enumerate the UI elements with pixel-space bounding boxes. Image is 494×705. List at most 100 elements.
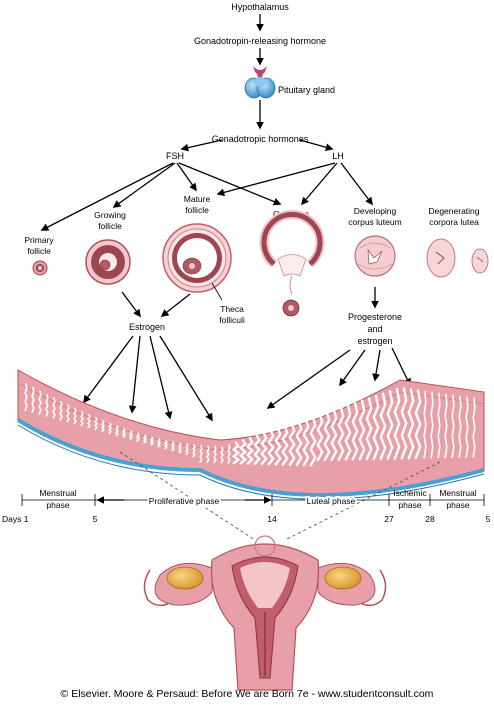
growing-follicle-illustration bbox=[85, 239, 131, 285]
endometrial-gland bbox=[231, 441, 241, 465]
endometrial-gland bbox=[253, 434, 261, 465]
progesterone-label-1: Progesterone bbox=[348, 312, 402, 322]
phase-luteal: Luteal phase bbox=[307, 496, 356, 506]
endometrial-gland bbox=[45, 394, 49, 417]
projection-line-right bbox=[284, 461, 441, 541]
endometrial-gland bbox=[178, 442, 182, 454]
arrow-fsh-primary bbox=[40, 162, 174, 231]
endometrial-gland bbox=[386, 390, 394, 460]
growing-follicle-label-2: follicle bbox=[98, 221, 122, 231]
day-5-label: 5 bbox=[93, 514, 98, 524]
endometrial-gland bbox=[407, 388, 415, 460]
hypothalamus-label: Hypothalamus bbox=[231, 2, 289, 12]
endometrial-gland bbox=[316, 413, 324, 462]
arrow-lh-corpus bbox=[340, 162, 373, 206]
theca-label-1: Theca bbox=[220, 304, 244, 314]
mature-follicle-illustration bbox=[162, 223, 232, 293]
endometrial-gland bbox=[199, 444, 203, 463]
arrow-fsh-growing bbox=[112, 162, 176, 208]
endometrial-gland bbox=[66, 404, 70, 423]
arrow-progesterone-endometrium-2 bbox=[339, 349, 366, 387]
endometrial-gland bbox=[220, 446, 224, 464]
projection-line-left bbox=[119, 451, 256, 541]
endometrial-gland bbox=[430, 391, 434, 459]
endometrial-gland bbox=[372, 394, 380, 461]
day-14-label: 14 bbox=[267, 514, 277, 524]
endometrial-gland bbox=[451, 394, 455, 459]
endometrial-gland bbox=[393, 387, 401, 460]
day-1-label: Days 1 bbox=[2, 514, 29, 524]
endometrial-gland bbox=[267, 429, 275, 466]
ovulation-illustration bbox=[259, 210, 325, 317]
developing-cl-label-1: Developing bbox=[354, 206, 397, 216]
endometrial-gland bbox=[288, 422, 296, 466]
endometrial-gland bbox=[365, 397, 373, 461]
phase-menstrual-1-line2: phase bbox=[46, 500, 69, 510]
endometrial-gland bbox=[400, 387, 408, 460]
endometrial-gland bbox=[101, 420, 105, 433]
endometrial-gland bbox=[31, 386, 35, 413]
endometrial-gland bbox=[281, 425, 289, 466]
endometrial-gland bbox=[163, 439, 169, 450]
endometrial-gland bbox=[437, 392, 441, 459]
endometrial-gland bbox=[213, 445, 217, 464]
arrow-estrogen-endometrium-1 bbox=[83, 335, 134, 404]
arrow-progesterone-endometrium-3 bbox=[372, 349, 381, 382]
phase-menstrual-2-line1: Menstrual bbox=[439, 488, 476, 498]
endometrial-gland bbox=[337, 406, 345, 461]
endometrial-gland bbox=[423, 390, 427, 459]
endometrial-gland bbox=[94, 417, 98, 431]
day-5-end-label: 5 bbox=[486, 514, 491, 524]
growing-follicle-label-1: Growing bbox=[94, 210, 126, 220]
theca-label-2: folliculi bbox=[219, 315, 245, 325]
endometrial-gland bbox=[38, 390, 42, 415]
fsh-label: FSH bbox=[166, 151, 184, 161]
endometrial-gland bbox=[73, 407, 77, 425]
endometrial-gland bbox=[206, 445, 210, 463]
endometrial-gland bbox=[170, 441, 176, 452]
endometrial-gland bbox=[444, 393, 448, 459]
gnrh-label: Gonadotropin-releasing hormone bbox=[194, 36, 326, 46]
theca-pointer-line bbox=[211, 282, 223, 301]
cycle-timeline bbox=[21, 494, 485, 506]
endometrial-glands bbox=[24, 383, 476, 467]
endometrial-gland bbox=[246, 436, 254, 465]
mature-follicle-label-1: Mature bbox=[184, 194, 211, 204]
endometrial-gland bbox=[351, 401, 359, 461]
endometrium-cross-section bbox=[16, 369, 485, 500]
endometrial-gland bbox=[344, 404, 352, 461]
endometrial-gland bbox=[379, 392, 387, 460]
day-28-label: 28 bbox=[425, 514, 435, 524]
endometrial-gland bbox=[128, 430, 134, 440]
copyright-notice: © Elsevier. Moore & Persaud: Before We a… bbox=[61, 688, 434, 700]
endometrial-gland bbox=[24, 383, 28, 411]
phase-menstrual-1-line1: Menstrual bbox=[39, 488, 76, 498]
endometrial-gland bbox=[142, 434, 148, 444]
endometrial-gland bbox=[260, 432, 268, 466]
endometrial-gland bbox=[302, 418, 310, 467]
arrow-progesterone-endometrium-1 bbox=[266, 349, 351, 409]
endometrial-gland bbox=[121, 428, 127, 438]
pituitary-label: Pituitary gland bbox=[278, 85, 335, 95]
endometrial-gland bbox=[156, 438, 162, 448]
primary-follicle-label-1: Primary bbox=[24, 235, 54, 245]
endometrial-gland bbox=[458, 395, 462, 458]
endometrial-gland bbox=[52, 397, 56, 419]
degenerating-cl-label-1: Degenerating bbox=[428, 206, 479, 216]
estrogen-label: Estrogen bbox=[129, 322, 165, 332]
endometrial-gland bbox=[472, 397, 476, 458]
arrow-estrogen-endometrium-3 bbox=[149, 335, 173, 420]
endometrial-gland bbox=[274, 427, 282, 466]
endometrial-gland bbox=[323, 411, 331, 462]
endometrial-gland bbox=[295, 420, 303, 467]
arrow-lh-ovulation bbox=[300, 162, 338, 206]
progesterone-label-2: and bbox=[367, 324, 382, 334]
arrow-to-lh bbox=[299, 139, 334, 152]
endometrial-gland bbox=[227, 444, 231, 464]
day-27-label: 27 bbox=[384, 514, 394, 524]
phase-ischemic-line1: Ischemic bbox=[393, 488, 427, 498]
lh-label: LH bbox=[332, 151, 344, 161]
developing-cl-label-2: corpus luteum bbox=[348, 217, 401, 227]
endometrial-gland bbox=[135, 432, 141, 442]
